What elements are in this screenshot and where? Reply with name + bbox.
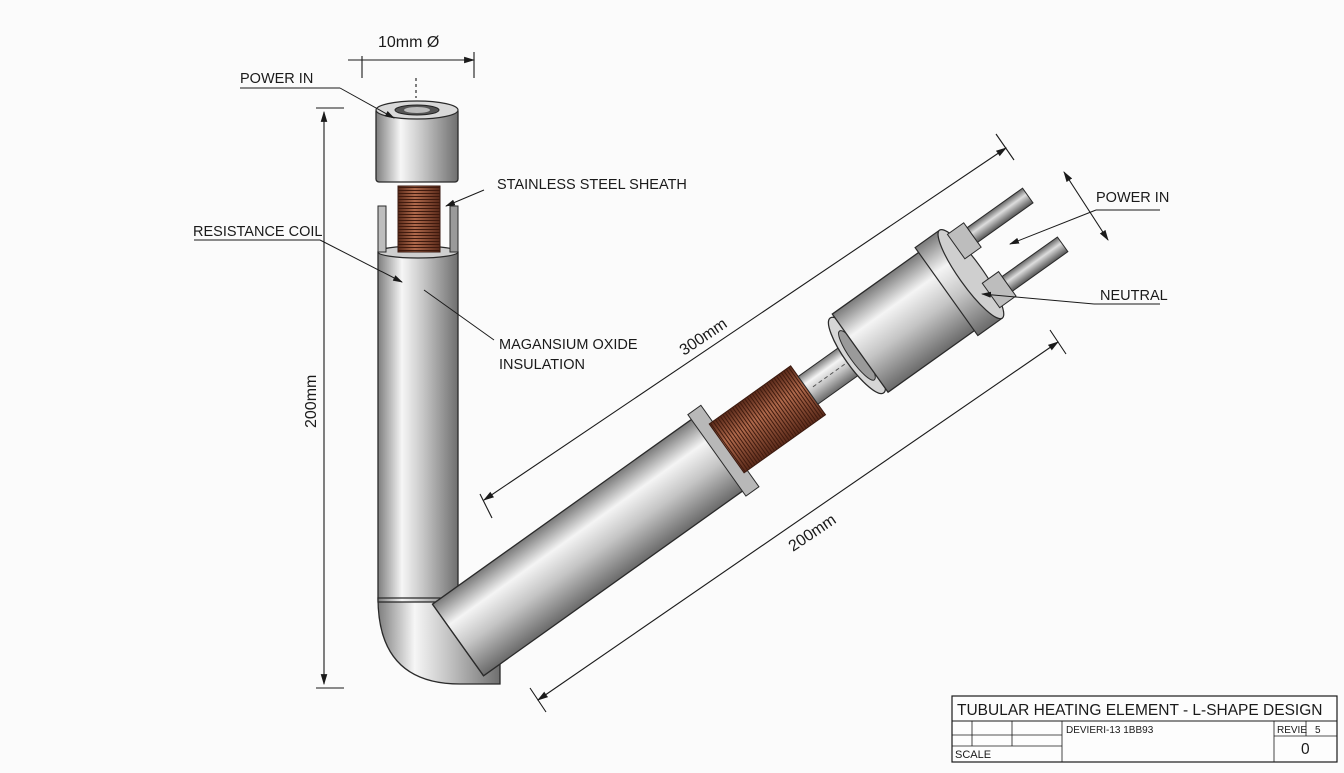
title-block-rev-small: 5 (1315, 725, 1321, 736)
terminal-stud-neutral (981, 236, 1069, 309)
label-insulation-2: INSULATION (499, 357, 585, 373)
dim-lower-length: 200mm (786, 511, 840, 555)
title-block-rev-value: 0 (1301, 741, 1310, 758)
dim-diagonal-length: 300mm (677, 315, 731, 359)
title-block-title: TUBULAR HEATING ELEMENT - L-SHAPE DESIGN (957, 702, 1322, 719)
dim-vertical-length: 200mm (303, 375, 320, 428)
label-resistance-coil: RESISTANCE COIL (193, 224, 322, 240)
title-block-rev-label: REVIE (1277, 725, 1307, 736)
title-block: TUBULAR HEATING ELEMENT - L-SHAPE DESIGN… (951, 695, 1338, 763)
title-block-scale: SCALE (955, 749, 991, 761)
label-power-in-top: POWER IN (240, 71, 313, 87)
dimension-lines (316, 52, 1109, 713)
label-power-in-right: POWER IN (1096, 190, 1169, 206)
vertical-tube (375, 100, 501, 685)
diagonal-tube (431, 187, 1069, 677)
diagonal-sheath (431, 411, 754, 677)
vertical-sheath (377, 251, 459, 603)
label-neutral: NEUTRAL (1100, 288, 1168, 304)
leader-lines (194, 87, 1160, 341)
dim-diameter: 10mm Ø (378, 34, 439, 51)
title-block-drawing-no: DEVIERI-13 1BB93 (1066, 725, 1154, 736)
resistance-coil-top (397, 185, 441, 253)
label-insulation-1: MAGANSIUM OXIDE (499, 337, 638, 353)
top-terminal-cap (375, 100, 459, 183)
label-stainless-steel-sheath: STAINLESS STEEL SHEATH (497, 177, 687, 193)
terminal-stud-power (946, 187, 1034, 260)
